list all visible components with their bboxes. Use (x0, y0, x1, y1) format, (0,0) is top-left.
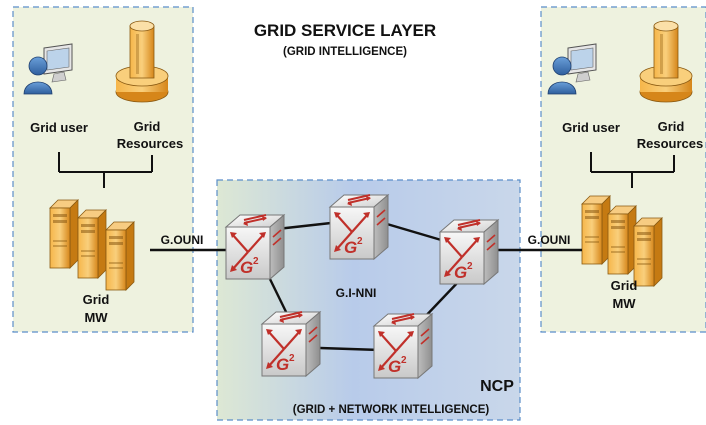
g2-switch-5: G 2 (372, 312, 434, 380)
svg-text:2: 2 (253, 256, 259, 267)
svg-text:G: G (388, 357, 401, 376)
left-grid-site-panel (12, 6, 194, 333)
ncp-label: NCP (480, 378, 514, 395)
svg-text:2: 2 (401, 355, 407, 366)
left-grid-mw-label-line1: Grid (83, 292, 110, 307)
left-site-connector (58, 152, 153, 188)
right-site-connector (590, 152, 675, 188)
g2-switch-3: G 2 (438, 218, 500, 286)
svg-text:2: 2 (289, 353, 295, 364)
left-grid-user-label: Grid user (30, 120, 88, 135)
right-grid-mw-label-line2: MW (612, 296, 636, 311)
left-grid-resources-label-line2: Resources (117, 136, 183, 151)
svg-text:G: G (454, 263, 467, 282)
svg-text:G: G (240, 258, 253, 277)
right-grid-user-label: Grid user (562, 120, 620, 135)
right-grid-mw-label-line1: Grid (611, 278, 638, 293)
g2-switch-1: G 2 (224, 213, 286, 281)
g2-switch-2: G 2 (328, 193, 390, 261)
left-grid-resources-label-line1: Grid (134, 119, 161, 134)
right-grid-resources-label-line2: Resources (637, 136, 703, 151)
ginni-link-label: G.I-NNI (336, 286, 377, 300)
diagram-title: GRID SERVICE LAYER (254, 21, 436, 40)
svg-text:2: 2 (467, 261, 473, 272)
svg-text:2: 2 (357, 236, 363, 247)
ncp-sublabel: (GRID + NETWORK INTELLIGENCE) (293, 404, 490, 416)
right-gouni-label: G.OUNI (528, 233, 571, 247)
svg-text:G: G (344, 238, 357, 257)
g2-switch-4: G 2 (260, 310, 322, 378)
left-gouni-label: G.OUNI (161, 233, 204, 247)
left-grid-mw-label-line2: MW (84, 310, 108, 325)
diagram-subtitle: (GRID INTELLIGENCE) (283, 46, 407, 58)
right-grid-resources-label-line1: Grid (658, 119, 685, 134)
svg-text:G: G (276, 355, 289, 374)
